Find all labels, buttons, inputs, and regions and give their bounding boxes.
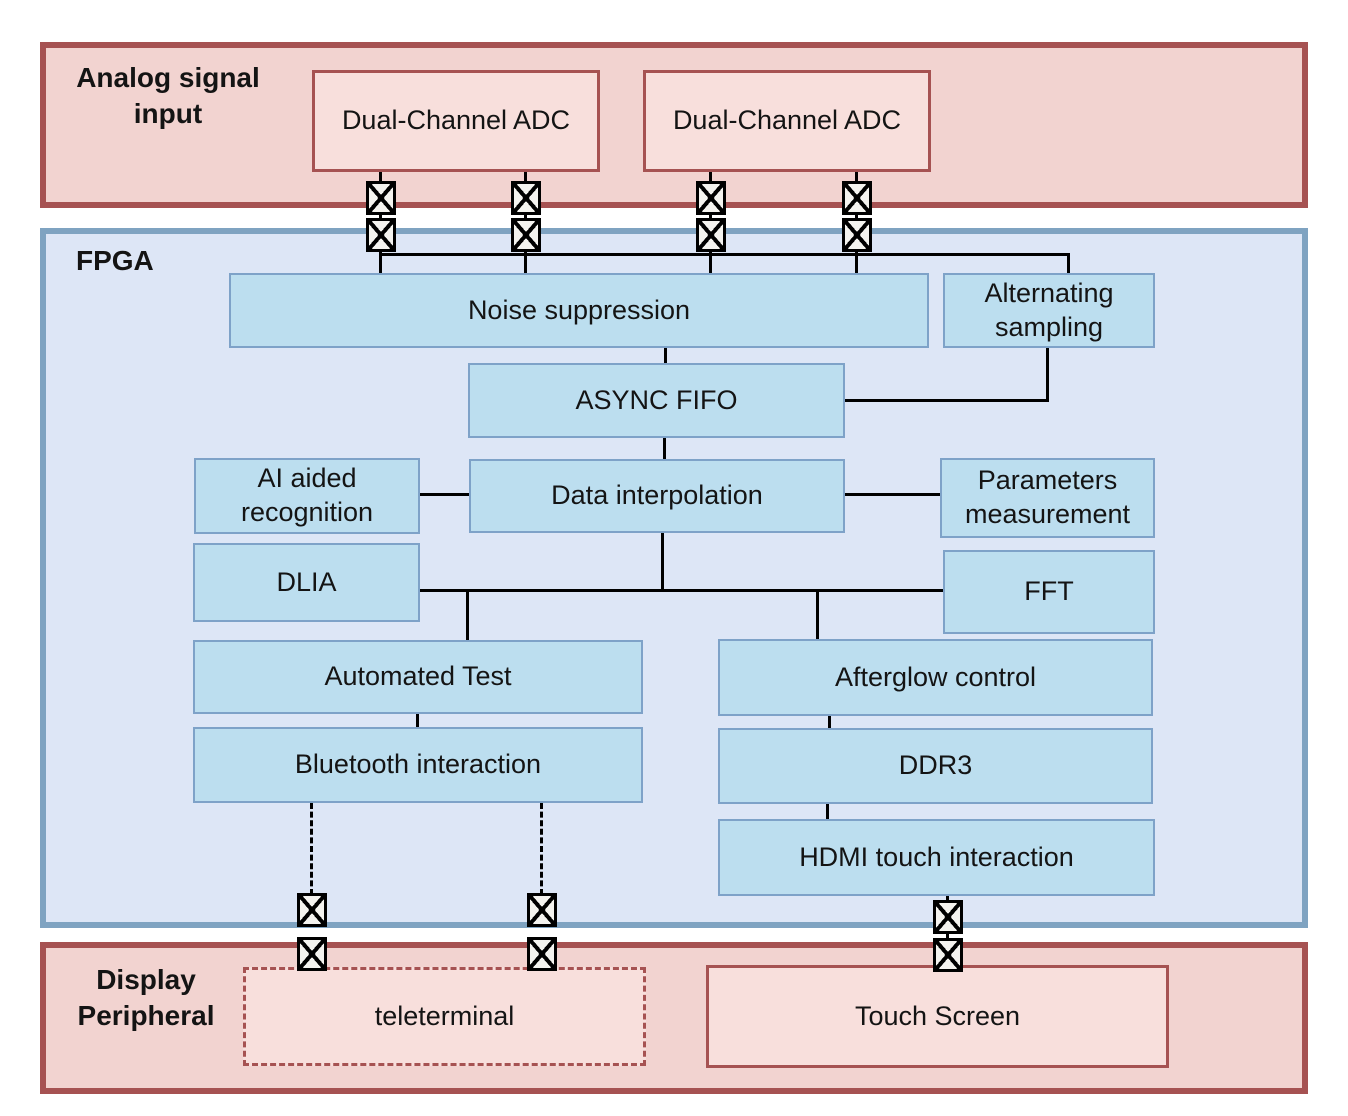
analog-signal-input-section [40,42,1308,208]
dual-channel-adc-left-box: Dual-Channel ADC [312,70,600,172]
bowtie-connector-icon [696,181,726,215]
bowtie-connector-icon [511,181,541,215]
connector-line [828,714,831,730]
bowtie-connector-icon [527,937,557,971]
connector-line [664,348,667,365]
dashed-connector-line [310,803,313,895]
fpga-section-title: FPGA [76,245,154,276]
connector-line [843,493,942,496]
teleterminal-box: teleterminal [243,967,646,1066]
connector-line [661,531,664,592]
connector-line [416,712,419,729]
parameters-measurement-box: Parameters measurement [940,458,1155,538]
bowtie-connector-icon [933,938,963,972]
bowtie-connector-icon [511,218,541,252]
connector-line [466,589,469,642]
dlia-box: DLIA [193,543,420,622]
display-section-title: Display Peripheral [77,964,215,1031]
bowtie-connector-icon [527,893,557,927]
bluetooth-interaction-box: Bluetooth interaction [193,727,643,803]
bowtie-connector-icon [366,181,396,215]
bowtie-connector-icon [842,218,872,252]
alternating-sampling-box: Alternating sampling [943,273,1155,348]
bowtie-connector-icon [297,937,327,971]
connector-line [1046,346,1049,402]
noise-suppression-box: Noise suppression [229,273,929,348]
connector-line [816,589,819,641]
hdmi-touch-interaction-box: HDMI touch interaction [718,819,1155,896]
automated-test-box: Automated Test [193,640,643,714]
dashed-connector-line [540,803,543,895]
connector-line [663,436,666,461]
touch-screen-box: Touch Screen [706,965,1169,1068]
bowtie-connector-icon [933,900,963,934]
fft-box: FFT [943,550,1155,634]
ddr3-box: DDR3 [718,728,1153,804]
bowtie-connector-icon [842,181,872,215]
bowtie-connector-icon [366,218,396,252]
processing-bus-line [419,589,944,592]
connector-line [845,399,1049,402]
adc-bus-line [379,253,1070,256]
connector-line [826,802,829,821]
bowtie-connector-icon [696,218,726,252]
connector-line [418,493,470,496]
dual-channel-adc-right-box: Dual-Channel ADC [643,70,931,172]
connector-line [1067,253,1070,275]
afterglow-control-box: Afterglow control [718,639,1153,716]
analog-section-title: Analog signal input [76,62,260,129]
ai-aided-recognition-box: AI aided recognition [194,458,420,534]
data-interpolation-box: Data interpolation [469,459,845,533]
bowtie-connector-icon [297,893,327,927]
async-fifo-box: ASYNC FIFO [468,363,845,438]
